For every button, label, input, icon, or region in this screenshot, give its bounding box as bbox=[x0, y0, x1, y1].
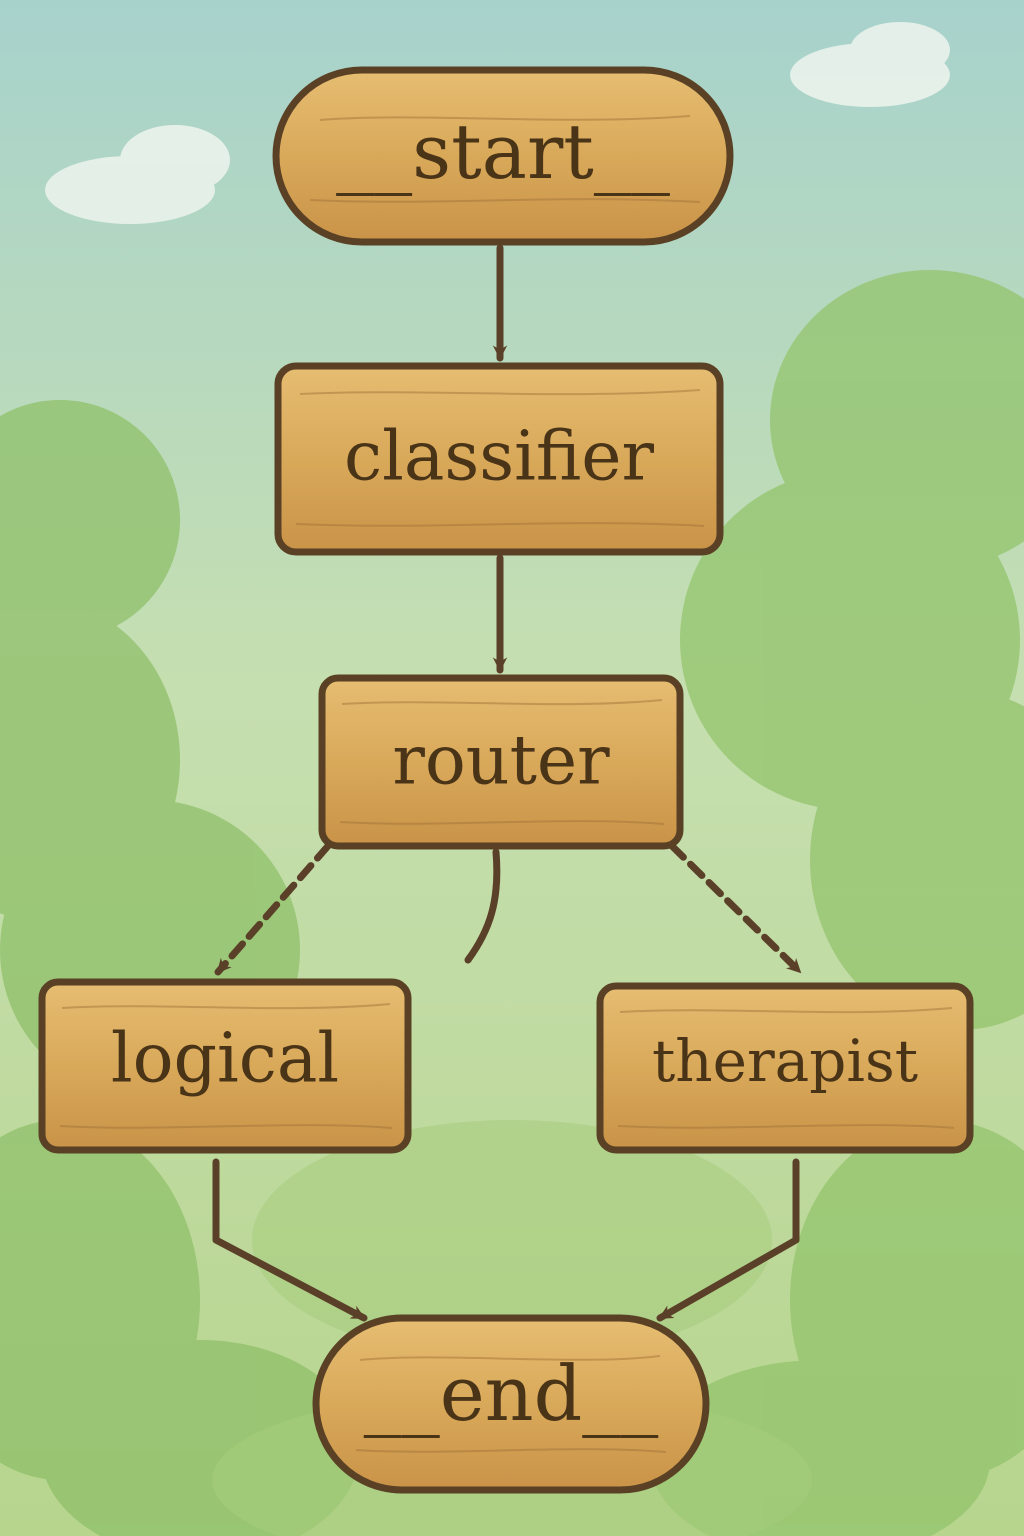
node-start-label: __start__ bbox=[336, 107, 670, 196]
edges bbox=[212, 244, 804, 1322]
node-classifier-label: classifier bbox=[344, 418, 655, 497]
clouds bbox=[45, 22, 950, 224]
node-classifier[interactable]: classifier bbox=[274, 362, 724, 556]
node-router[interactable]: router bbox=[318, 674, 684, 850]
node-end[interactable]: __end__ bbox=[312, 1314, 710, 1494]
node-therapist-label: therapist bbox=[652, 1027, 918, 1095]
node-logical[interactable]: logical bbox=[38, 978, 412, 1154]
node-logical-label: logical bbox=[111, 1020, 339, 1099]
edge-logical-end bbox=[212, 1158, 368, 1322]
node-router-label: router bbox=[392, 722, 610, 801]
node-end-label: __end__ bbox=[364, 1349, 659, 1438]
node-start[interactable]: __start__ bbox=[272, 66, 734, 246]
foliage-left bbox=[0, 400, 360, 1536]
foliage-right bbox=[650, 270, 1024, 1536]
edge-router-therapist bbox=[668, 842, 804, 976]
edge-stub-branch bbox=[464, 848, 501, 964]
node-therapist[interactable]: therapist bbox=[596, 982, 974, 1154]
edge-therapist-end bbox=[656, 1158, 800, 1322]
edge-router-logical bbox=[214, 842, 332, 976]
